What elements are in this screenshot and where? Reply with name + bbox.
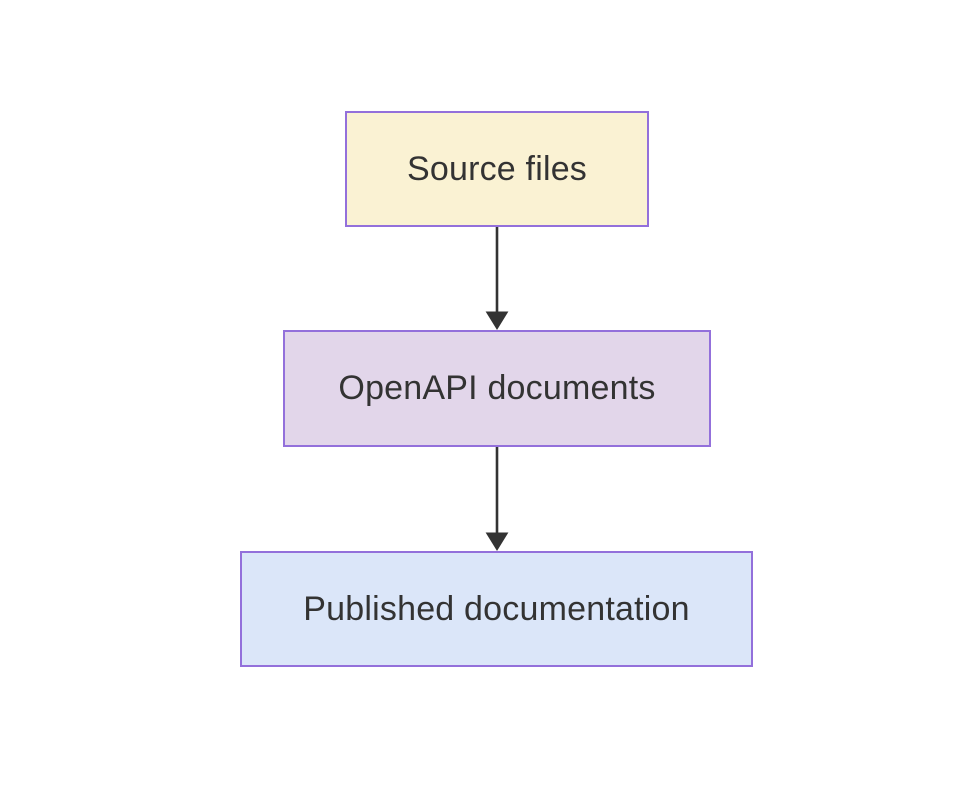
node-openapi-documents-label: OpenAPI documents [338, 369, 656, 407]
node-source-files-label: Source files [406, 149, 588, 188]
node-openapi-documents: OpenAPI documents [283, 330, 711, 447]
node-source-files: Source files [345, 111, 649, 227]
node-published-documentation: Published documentation [240, 551, 753, 667]
node-published-documentation-label: Published documentation [303, 589, 690, 628]
arrow-openapi-to-published [485, 447, 509, 551]
arrow-source-to-openapi [485, 227, 509, 330]
